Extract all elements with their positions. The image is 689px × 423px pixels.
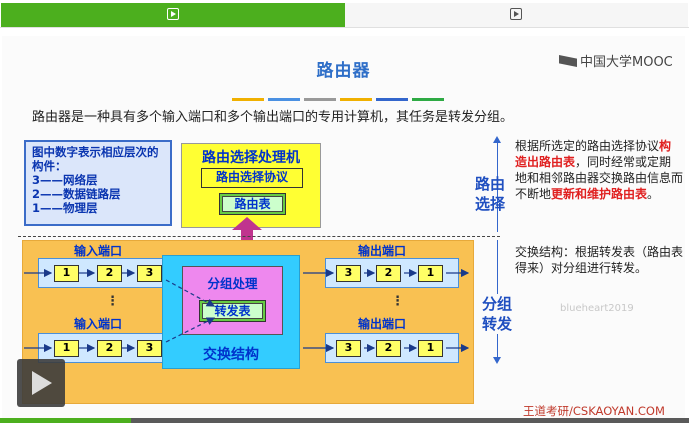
legend-line: 2——数据链路层 — [32, 187, 121, 201]
switch-fabric: 分组处理 转发表 交换结构 — [162, 255, 300, 369]
forwarding-label: 分组 转发 — [480, 294, 514, 334]
input-port-label: 输入端口 — [74, 244, 123, 258]
forwarding-table-box: 转发表 — [199, 300, 266, 322]
legend-box: 图中数字表示相应层次的构件： 3——网络层 2——数据链路层 1——物理层 — [24, 140, 172, 226]
queue-cell: 1 — [418, 265, 443, 282]
routing-note-highlight: 构造出路由表 — [515, 139, 672, 169]
intro-text: 路由器是一种具有多个输入端口和多个输出端口的专用计算机，其任务是转发分组。 — [32, 110, 514, 125]
title-bar-segment — [340, 98, 372, 101]
slide-title: 路由器 — [316, 61, 371, 81]
play-button[interactable] — [17, 359, 65, 407]
packet-processing-box: 分组处理 转发表 — [182, 266, 283, 335]
title-bar-segment — [232, 98, 264, 101]
routing-label: 路由 选择 — [474, 175, 505, 213]
routing-note-highlight: 更新和维护路由表 — [551, 187, 648, 201]
routing-protocol-box: 路由选择协议 — [201, 168, 303, 188]
forwarding-table-label: 转发表 — [202, 303, 263, 319]
title-underline — [232, 86, 448, 101]
queue-cell: 1 — [54, 265, 79, 282]
output-port-1: 3 2 1 — [325, 258, 459, 288]
queue-cell: 3 — [336, 265, 361, 282]
queue-cell: 1 — [418, 340, 443, 357]
routing-note-text: 。 — [647, 187, 660, 201]
play-icon — [510, 8, 522, 20]
output-port-label: 输出端口 — [358, 317, 407, 331]
mooc-logo-text: 中国大学MOOC — [580, 55, 673, 70]
output-port-2: 3 2 1 — [325, 333, 459, 363]
arrow-down-icon — [493, 357, 501, 364]
switch-fabric-title: 交换结构 — [203, 347, 259, 363]
input-port-1: 1 2 3 — [38, 258, 172, 288]
legend-line: 1——物理层 — [32, 201, 98, 215]
watermark: blueheart2019 — [560, 303, 634, 314]
title-bar-segment — [304, 98, 336, 101]
mooc-icon — [559, 55, 577, 67]
brand-text: 王道考研/CSKAOYAN.COM — [523, 404, 665, 418]
output-port-label: 输出端口 — [358, 244, 407, 258]
flow-arrows — [24, 268, 470, 353]
legend-title: 图中数字表示相应层次的构件： — [32, 145, 159, 173]
queue-cell: 2 — [376, 340, 401, 357]
input-port-2: 1 2 3 — [38, 333, 172, 363]
tab-1[interactable] — [1, 3, 345, 27]
ellipsis: ⋮ — [106, 294, 119, 309]
routing-note-text: ，同时经常或定期地和相邻路由器交换路由信息而不断地 — [515, 155, 684, 201]
title-bar-segment — [376, 98, 408, 101]
routing-bracket-line — [497, 142, 498, 232]
slide: 路由器 中国大学MOOC 路由器是一种具有多个输入端口和多个输出端口的专用计算机… — [2, 36, 685, 420]
input-port-label: 输入端口 — [74, 317, 123, 331]
forwarding-note: 交换结构：根据转发表（路由表得来）对分组进行转发。 — [515, 245, 684, 275]
queue-cell: 3 — [137, 340, 162, 357]
routing-table-box: 路由表 — [219, 193, 286, 215]
queue-cell: 2 — [376, 265, 401, 282]
ellipsis: ⋮ — [391, 294, 404, 309]
tab-2[interactable] — [345, 3, 688, 27]
routing-processor-title: 路由选择处理机 — [202, 150, 300, 166]
title-bar-segment — [412, 98, 444, 101]
queue-cell: 2 — [97, 265, 122, 282]
progress-bar[interactable] — [0, 418, 689, 423]
mooc-logo: 中国大学MOOC — [559, 51, 673, 70]
queue-cell: 3 — [137, 265, 162, 282]
routing-note: 根据所选定的路由选择协议构造出路由表，同时经常或定期地和相邻路由器交换路由信息而… — [515, 138, 683, 202]
divider-dashed — [18, 236, 500, 237]
arrow-up-icon — [493, 136, 501, 143]
tab-bar — [0, 0, 689, 28]
legend-line: 3——网络层 — [32, 173, 98, 187]
queue-cell: 2 — [97, 340, 122, 357]
packet-processing-label: 分组处理 — [207, 276, 258, 291]
progress-fill — [0, 418, 131, 423]
queue-cell: 3 — [336, 340, 361, 357]
play-icon — [167, 8, 179, 20]
queue-cell: 1 — [54, 340, 79, 357]
routing-table-label: 路由表 — [222, 196, 283, 212]
routing-note-text: 根据所选定的路由选择协议 — [515, 139, 660, 153]
title-bar-segment — [268, 98, 300, 101]
routing-processor: 路由选择处理机 路由选择协议 路由表 — [181, 143, 321, 228]
